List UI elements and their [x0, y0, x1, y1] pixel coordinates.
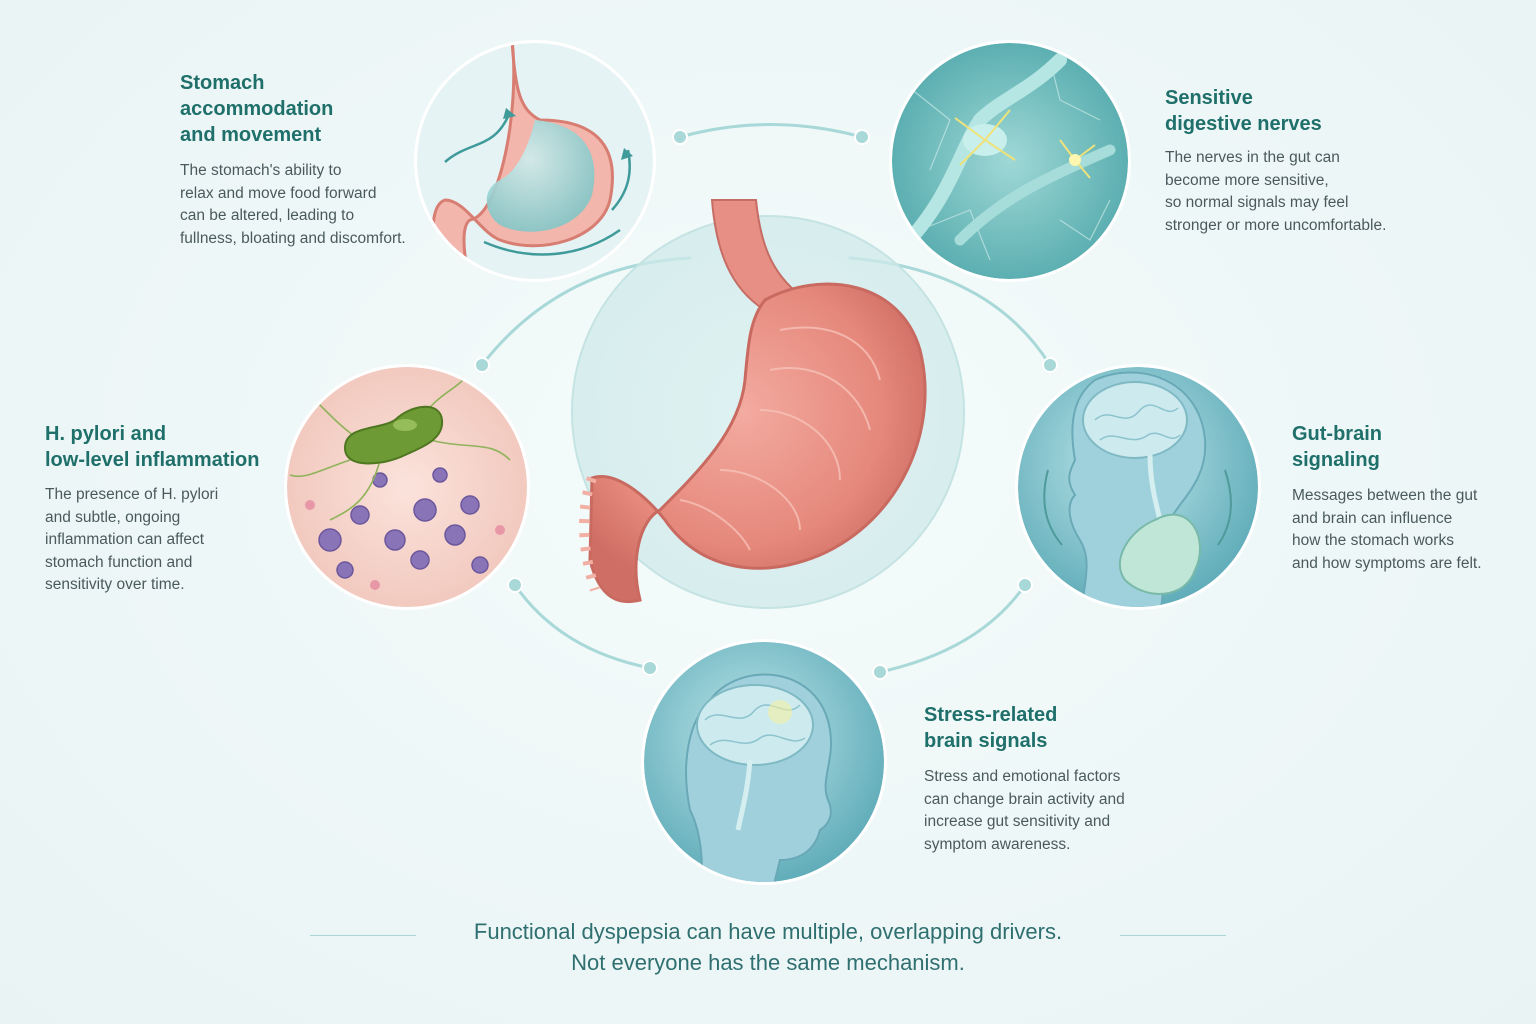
node-title-h-pylori: H. pylori and low-level inflammation — [45, 423, 260, 471]
node-desc-stomach-accommodation: The stomach's ability to relax and move … — [180, 162, 406, 247]
stomach-motility-icon — [414, 40, 656, 282]
footer-line-1: Functional dyspepsia can have multiple, … — [473, 919, 1063, 944]
stomach-illustration — [571, 199, 965, 609]
node-title-stomach-accommodation: Stomach accommodation and movement — [180, 72, 334, 146]
footer-rule-left — [310, 935, 416, 936]
node-desc-h-pylori: The presence of H. pylori and subtle, on… — [45, 486, 219, 593]
node-title-stress-brain: Stress-related brain signals — [924, 704, 1058, 752]
node-desc-sensitive-nerves: The nerves in the gut can become more se… — [1165, 149, 1387, 234]
footer-line-2: Not everyone has the same mechanism. — [571, 950, 965, 975]
node-title-gut-brain: Gut-brain signaling — [1292, 423, 1382, 471]
gut-brain-icon — [1015, 364, 1261, 610]
node-desc-stress-brain: Stress and emotional factors can change … — [924, 768, 1125, 853]
bacteria-icon — [284, 364, 530, 610]
footer-caption: Functional dyspepsia can have multiple, … — [0, 916, 1536, 978]
footer-rule-right — [1120, 935, 1226, 936]
brain-head-icon — [641, 639, 887, 885]
nerve-cells-icon — [889, 40, 1131, 282]
node-desc-gut-brain: Messages between the gut and brain can i… — [1292, 487, 1482, 572]
connector-dots — [474, 129, 1058, 680]
node-title-sensitive-nerves: Sensitive digestive nerves — [1165, 87, 1322, 135]
